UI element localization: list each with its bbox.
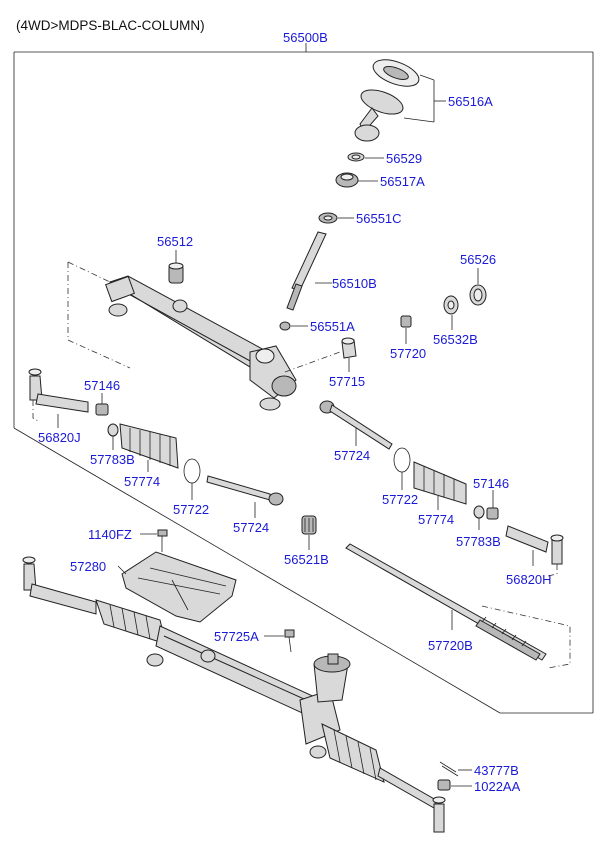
label-56516A[interactable]: 56516A: [448, 94, 493, 109]
label-57774-right[interactable]: 57774: [418, 512, 454, 527]
clamp-57722-right: [393, 447, 411, 490]
label-57774-left[interactable]: 57774: [124, 474, 160, 489]
label-56529[interactable]: 56529: [386, 151, 422, 166]
gear-56521B: [301, 515, 317, 550]
label-57720[interactable]: 57720: [390, 346, 426, 361]
label-56820H[interactable]: 56820H: [506, 572, 552, 587]
seal-56551A: [279, 321, 308, 331]
assembled-steering-gear: [22, 556, 446, 833]
inner-tie-rod-57724-left: [206, 475, 284, 518]
bolt-1140FZ: [140, 529, 168, 552]
nut-57146-left: [95, 393, 109, 416]
bellows-57774-right: [413, 461, 467, 510]
tie-rod-end-56820H: [505, 525, 564, 577]
ring-56526: [469, 268, 487, 306]
label-1022AA[interactable]: 1022AA: [474, 779, 521, 794]
nut-1022AA: [437, 779, 472, 791]
label-57725A[interactable]: 57725A: [214, 629, 259, 644]
label-43777B[interactable]: 43777B: [474, 763, 519, 778]
tie-rod-end-56820J: [28, 368, 89, 428]
label-57715[interactable]: 57715: [329, 374, 365, 389]
label-56510B[interactable]: 56510B: [332, 276, 377, 291]
label-57722-right[interactable]: 57722: [382, 492, 418, 507]
seal-56551C: [318, 212, 354, 224]
yoke-57715: [341, 337, 357, 372]
pinion-shaft-56510B: [286, 231, 332, 311]
inner-tie-rod-57724-right: [319, 400, 393, 450]
label-56517A[interactable]: 56517A: [380, 174, 425, 189]
bush-56512: [168, 250, 184, 284]
ring-56529: [347, 152, 384, 162]
variant-header: (4WD>MDPS-BLAC-COLUMN): [16, 18, 205, 33]
label-57720B[interactable]: 57720B: [428, 638, 473, 653]
label-57146-right[interactable]: 57146: [473, 476, 509, 491]
bolt-57725A: [264, 629, 295, 653]
label-56551A[interactable]: 56551A: [310, 319, 355, 334]
gear-housing: [67, 261, 341, 411]
label-57783B-left[interactable]: 57783B: [90, 452, 135, 467]
label-56512[interactable]: 56512: [157, 234, 193, 249]
label-56526[interactable]: 56526: [460, 252, 496, 267]
label-57724-a[interactable]: 57724: [233, 520, 269, 535]
label-57280[interactable]: 57280: [70, 559, 106, 574]
cotter-pin-43777B: [439, 761, 472, 777]
label-57783B-right[interactable]: 57783B: [456, 534, 501, 549]
label-56500B[interactable]: 56500B: [283, 30, 328, 45]
rack-bar-57720B: [345, 543, 571, 669]
clamp-57722-left: [183, 458, 201, 500]
plug-57720: [400, 315, 412, 344]
label-56521B[interactable]: 56521B: [284, 552, 329, 567]
nut-56532B: [443, 295, 459, 330]
column-boot-56516A: [354, 59, 446, 142]
label-57722-left[interactable]: 57722: [173, 502, 209, 517]
heat-shield-57280: [117, 551, 237, 623]
label-1140FZ[interactable]: 1140FZ: [88, 527, 132, 542]
bellows-57774-left: [119, 423, 179, 472]
clip-57783B-right: [473, 505, 485, 530]
nut-57146-right: [486, 490, 499, 520]
assembly-frame: [13, 43, 594, 714]
bushing-56517A: [335, 172, 378, 188]
label-57146-left[interactable]: 57146: [84, 378, 120, 393]
clip-57783B-left: [107, 423, 119, 450]
label-56532B[interactable]: 56532B: [433, 332, 478, 347]
label-56820J[interactable]: 56820J: [38, 430, 81, 445]
label-56551C[interactable]: 56551C: [356, 211, 402, 226]
label-57724-b[interactable]: 57724: [334, 448, 370, 463]
